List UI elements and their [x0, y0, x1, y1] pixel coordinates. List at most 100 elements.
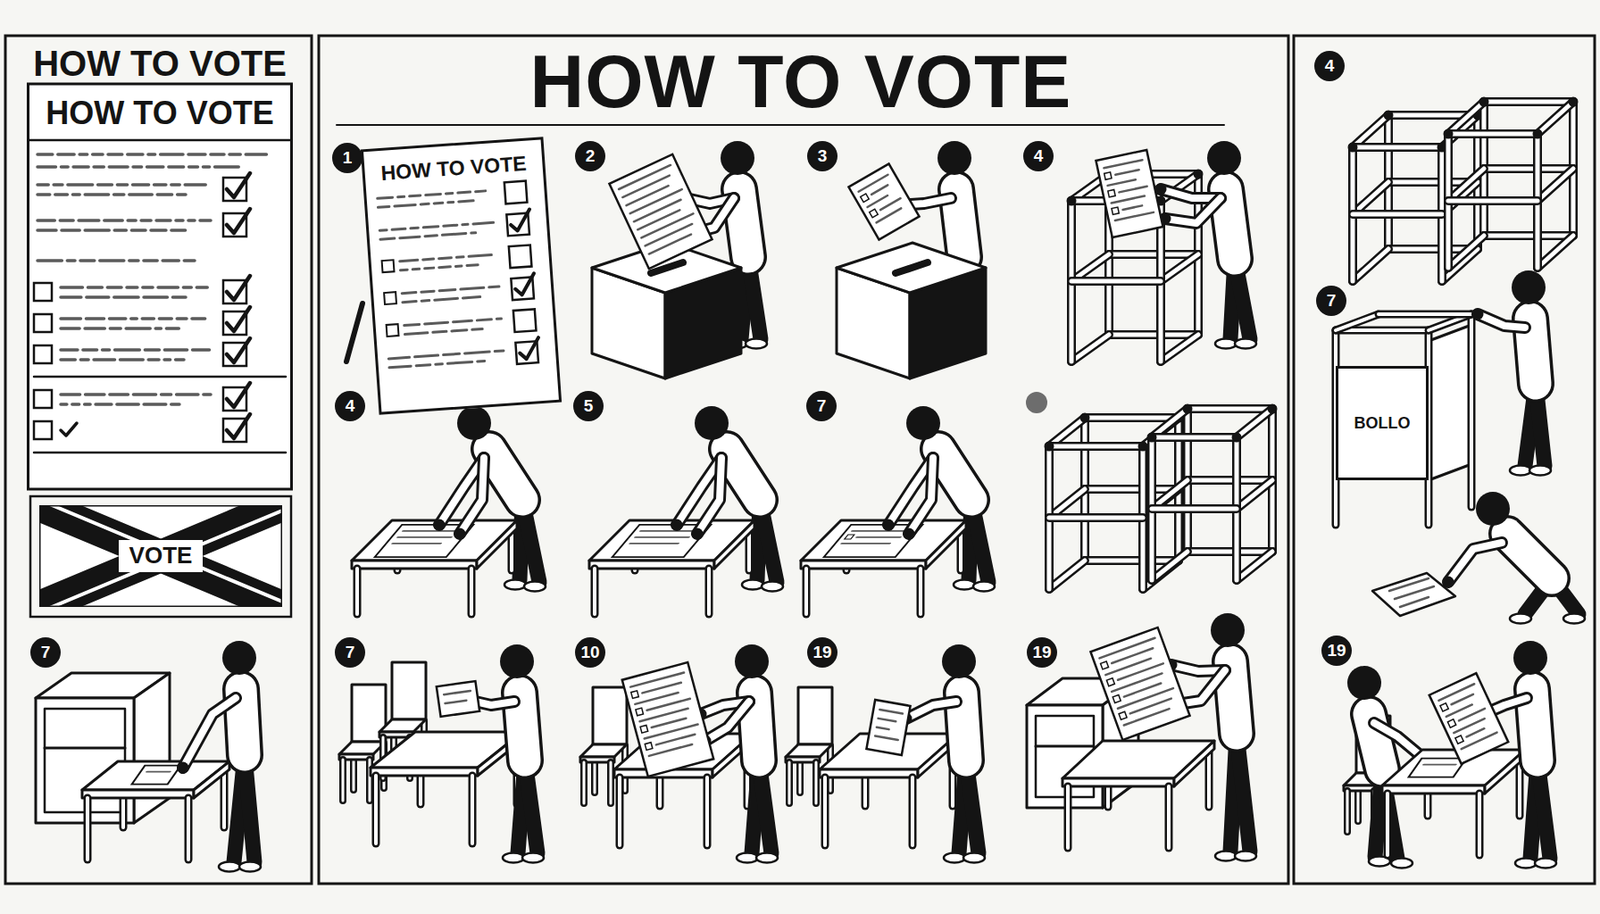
pole-core — [1151, 507, 1237, 512]
text-line — [433, 201, 443, 206]
text-line — [651, 718, 687, 728]
text-line — [645, 224, 693, 247]
table-leg-core — [1166, 786, 1171, 849]
text-line — [245, 152, 267, 157]
text-line — [142, 285, 153, 290]
text-line — [391, 228, 406, 230]
shoe — [504, 580, 526, 591]
pole-cap — [1183, 404, 1193, 415]
arm-outline — [705, 701, 750, 742]
text-line — [472, 327, 483, 332]
pole-core — [1537, 168, 1574, 201]
table — [589, 520, 755, 615]
head — [694, 406, 729, 441]
chair-back — [592, 687, 627, 745]
text-line — [401, 292, 417, 294]
text-line — [494, 349, 504, 353]
shoe — [522, 853, 544, 864]
text-line — [148, 358, 159, 362]
pole-core — [1084, 487, 1179, 492]
checkbox — [844, 534, 855, 540]
person-figure — [177, 641, 262, 873]
arm-outline — [1448, 542, 1502, 583]
shoe — [953, 580, 975, 591]
table-leg-core — [355, 568, 359, 615]
shoe — [239, 862, 261, 873]
text-line — [451, 330, 467, 332]
head — [1347, 666, 1382, 700]
table — [82, 761, 230, 860]
chair-back — [391, 662, 426, 720]
shoe — [218, 862, 241, 873]
text-line — [93, 358, 115, 362]
easel-leg — [346, 303, 363, 362]
checkbox — [1108, 190, 1116, 198]
arm — [183, 698, 236, 768]
pole-cap — [1568, 97, 1579, 108]
checkbox — [1440, 703, 1449, 712]
pole — [1049, 513, 1143, 523]
torso — [1230, 661, 1237, 734]
pole-core — [1187, 478, 1273, 484]
text-line — [131, 316, 138, 321]
callout-circle: 1 — [332, 142, 363, 174]
voting-booth-frame — [1443, 97, 1579, 269]
checkbox — [383, 291, 397, 305]
hand — [883, 519, 895, 532]
text-line — [435, 362, 443, 367]
table-leg-core — [469, 568, 474, 615]
text-line — [476, 319, 492, 321]
text-line — [630, 189, 683, 214]
pole — [1448, 235, 1484, 268]
panel-border — [5, 35, 312, 884]
text-line — [154, 183, 167, 187]
pole — [1537, 235, 1574, 268]
callout-circle: 7 — [1316, 285, 1347, 317]
pole-cap — [1044, 441, 1055, 452]
text-line — [37, 183, 49, 187]
text-line — [402, 530, 462, 533]
text-line — [1438, 683, 1475, 701]
table — [370, 732, 523, 844]
text-line — [92, 152, 103, 157]
paper-sheet — [1095, 150, 1163, 238]
banner-text: VOTE — [118, 540, 204, 572]
pole-core — [1187, 550, 1273, 555]
pole — [1448, 129, 1538, 139]
booth-post — [1467, 314, 1476, 508]
pole-core — [1352, 212, 1442, 217]
text-line — [477, 359, 485, 364]
text-line — [72, 192, 80, 197]
hand — [433, 519, 446, 532]
chair-seat — [580, 744, 627, 758]
pole-core — [1151, 435, 1237, 441]
text-line — [398, 536, 452, 539]
paper-sheet — [612, 525, 712, 558]
table-leg — [591, 568, 600, 615]
arm-outline — [908, 458, 934, 534]
text-line — [876, 727, 890, 730]
chair-leg — [1343, 791, 1351, 833]
text-line — [215, 165, 240, 169]
box-top — [836, 242, 986, 293]
table-leg-core — [707, 568, 711, 615]
flag-banner-box: VOTE — [39, 505, 283, 608]
text-line — [1111, 196, 1145, 204]
text-line — [458, 191, 471, 195]
arm-outline — [906, 701, 957, 719]
flag-stripe — [39, 505, 283, 608]
callout-number: 5 — [573, 391, 604, 422]
text-line — [146, 770, 170, 773]
text-line — [473, 222, 494, 225]
text-line — [188, 152, 206, 157]
paper-sheet — [1408, 758, 1467, 778]
checkbox — [1100, 661, 1109, 670]
pole — [1151, 551, 1188, 581]
table-edge — [82, 790, 194, 799]
text-line — [114, 228, 126, 233]
table-leg-core — [1385, 793, 1390, 856]
text-line — [155, 326, 161, 331]
checkbox — [635, 708, 644, 717]
text-line — [171, 402, 180, 407]
text-line — [60, 316, 81, 321]
